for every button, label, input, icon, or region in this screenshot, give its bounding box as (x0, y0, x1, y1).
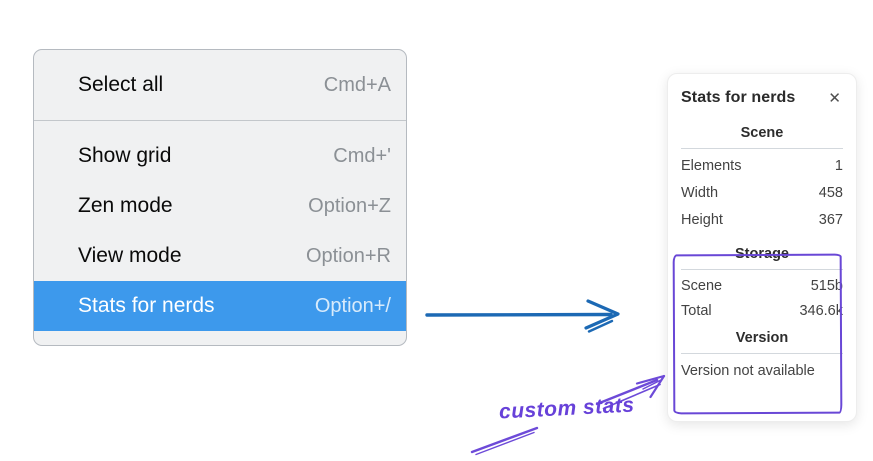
stat-label: Width (681, 184, 719, 201)
stats-panel-header: Stats for nerds ✕ (681, 87, 843, 109)
context-menu: Select all Cmd+A Show grid Cmd+' Zen mod… (33, 49, 407, 346)
stat-row-elements: Elements 1 (681, 152, 843, 179)
stat-value: 346.6k (799, 302, 843, 319)
panel-title: Stats for nerds (681, 89, 796, 106)
version-note: Version not available (681, 363, 815, 379)
section-version: Version Version not available (681, 330, 843, 379)
stat-value: 1 (834, 157, 843, 174)
stat-value: 458 (818, 184, 843, 201)
stat-label: Total (681, 302, 712, 319)
menu-item-view-mode[interactable]: View mode Option+R (34, 231, 406, 281)
menu-item-shortcut: Cmd+' (333, 144, 391, 167)
section-heading-storage: Storage (681, 246, 843, 270)
menu-item-shortcut: Cmd+A (323, 73, 391, 96)
stat-label: Elements (681, 157, 742, 174)
stats-panel: Stats for nerds ✕ Scene Elements 1 Width… (667, 73, 857, 422)
annotation-label: custom stats (498, 393, 636, 424)
section-storage: Storage Scene 515b Total 346.6k (681, 246, 843, 323)
menu-divider (34, 120, 406, 121)
section-heading-version: Version (681, 330, 843, 354)
stat-label: Height (681, 211, 723, 228)
menu-item-shortcut: Option+R (305, 244, 391, 267)
stat-row-scene-storage: Scene 515b (681, 273, 843, 298)
menu-item-label: View mode (78, 244, 182, 267)
menu-item-shortcut: Option+/ (314, 294, 391, 317)
section-heading-scene: Scene (681, 125, 843, 149)
menu-item-label: Stats for nerds (78, 294, 215, 317)
menu-item-zen-mode[interactable]: Zen mode Option+Z (34, 181, 406, 231)
close-icon[interactable]: ✕ (828, 89, 841, 107)
flow-arrow (425, 299, 620, 333)
stat-label: Scene (681, 277, 723, 294)
menu-item-select-all[interactable]: Select all Cmd+A (34, 60, 406, 110)
menu-item-shortcut: Option+Z (308, 194, 391, 217)
menu-item-label: Select all (78, 73, 164, 96)
menu-item-label: Zen mode (78, 194, 173, 217)
menu-item-stats-for-nerds[interactable]: Stats for nerds Option+/ (34, 281, 406, 331)
menu-item-show-grid[interactable]: Show grid Cmd+' (34, 131, 406, 181)
menu-item-label: Show grid (78, 144, 172, 167)
section-scene: Scene Elements 1 Width 458 Height 367 (681, 125, 843, 233)
stat-value: 367 (818, 211, 843, 228)
stat-row-total-storage: Total 346.6k (681, 298, 843, 323)
stat-row-height: Height 367 (681, 206, 843, 233)
stat-value: 515b (810, 277, 843, 294)
stat-row-width: Width 458 (681, 179, 843, 206)
